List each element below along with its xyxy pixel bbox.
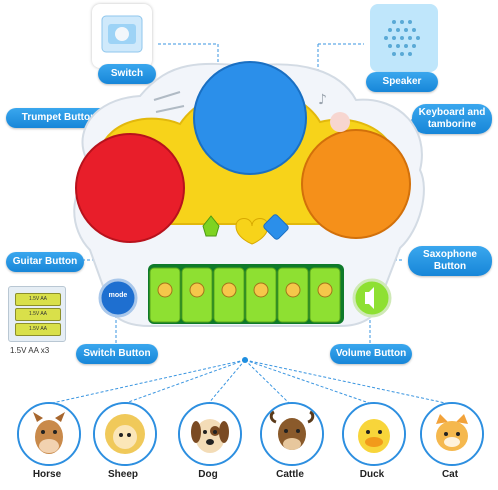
animal-label-duck: Duck	[359, 469, 385, 480]
animal-label-sheep: Sheep	[107, 469, 138, 480]
switch-inset	[92, 4, 152, 68]
cat-icon	[420, 402, 484, 466]
speaker-inset	[366, 0, 442, 76]
duck-icon	[342, 402, 406, 466]
animal-label-dog: Dog	[198, 469, 218, 480]
guitar-button-label: Guitar Button	[6, 252, 84, 272]
svg-text:♪: ♪	[318, 92, 327, 108]
red-pad	[75, 133, 185, 243]
speaker-icon	[370, 4, 438, 72]
volume-button-label: Volume Button	[330, 344, 412, 364]
horse-icon	[17, 402, 81, 466]
keyboard-tamborine-label: Keyboard and tamborine	[412, 104, 492, 134]
battery-cell: 1.5V AA	[15, 308, 61, 321]
switch-label: Switch	[98, 64, 156, 84]
mode-button-text: mode	[108, 292, 128, 299]
trumpet-button-label: Trumpet Button	[6, 108, 112, 128]
switch-button-label: Switch Button	[76, 344, 158, 364]
orange-pad	[301, 129, 411, 239]
battery-cell: 1.5V AA	[15, 323, 61, 336]
switch-icon	[101, 15, 143, 53]
trumpet-pad	[193, 61, 307, 175]
sheep-icon	[93, 402, 157, 466]
battery-caption: 1.5V AA x3	[10, 346, 50, 355]
dog-icon	[178, 402, 242, 466]
speaker-label: Speaker	[366, 72, 438, 92]
battery-compartment: 1.5V AA 1.5V AA 1.5V AA	[8, 286, 66, 342]
animal-label-cat: Cat	[441, 469, 459, 480]
battery-cell: 1.5V AA	[15, 293, 61, 306]
cattle-icon	[260, 402, 324, 466]
saxophone-button-label: Saxophone Button	[408, 246, 492, 276]
animal-label-horse: Horse	[32, 469, 62, 480]
animal-label-cattle: Cattle	[276, 469, 304, 480]
